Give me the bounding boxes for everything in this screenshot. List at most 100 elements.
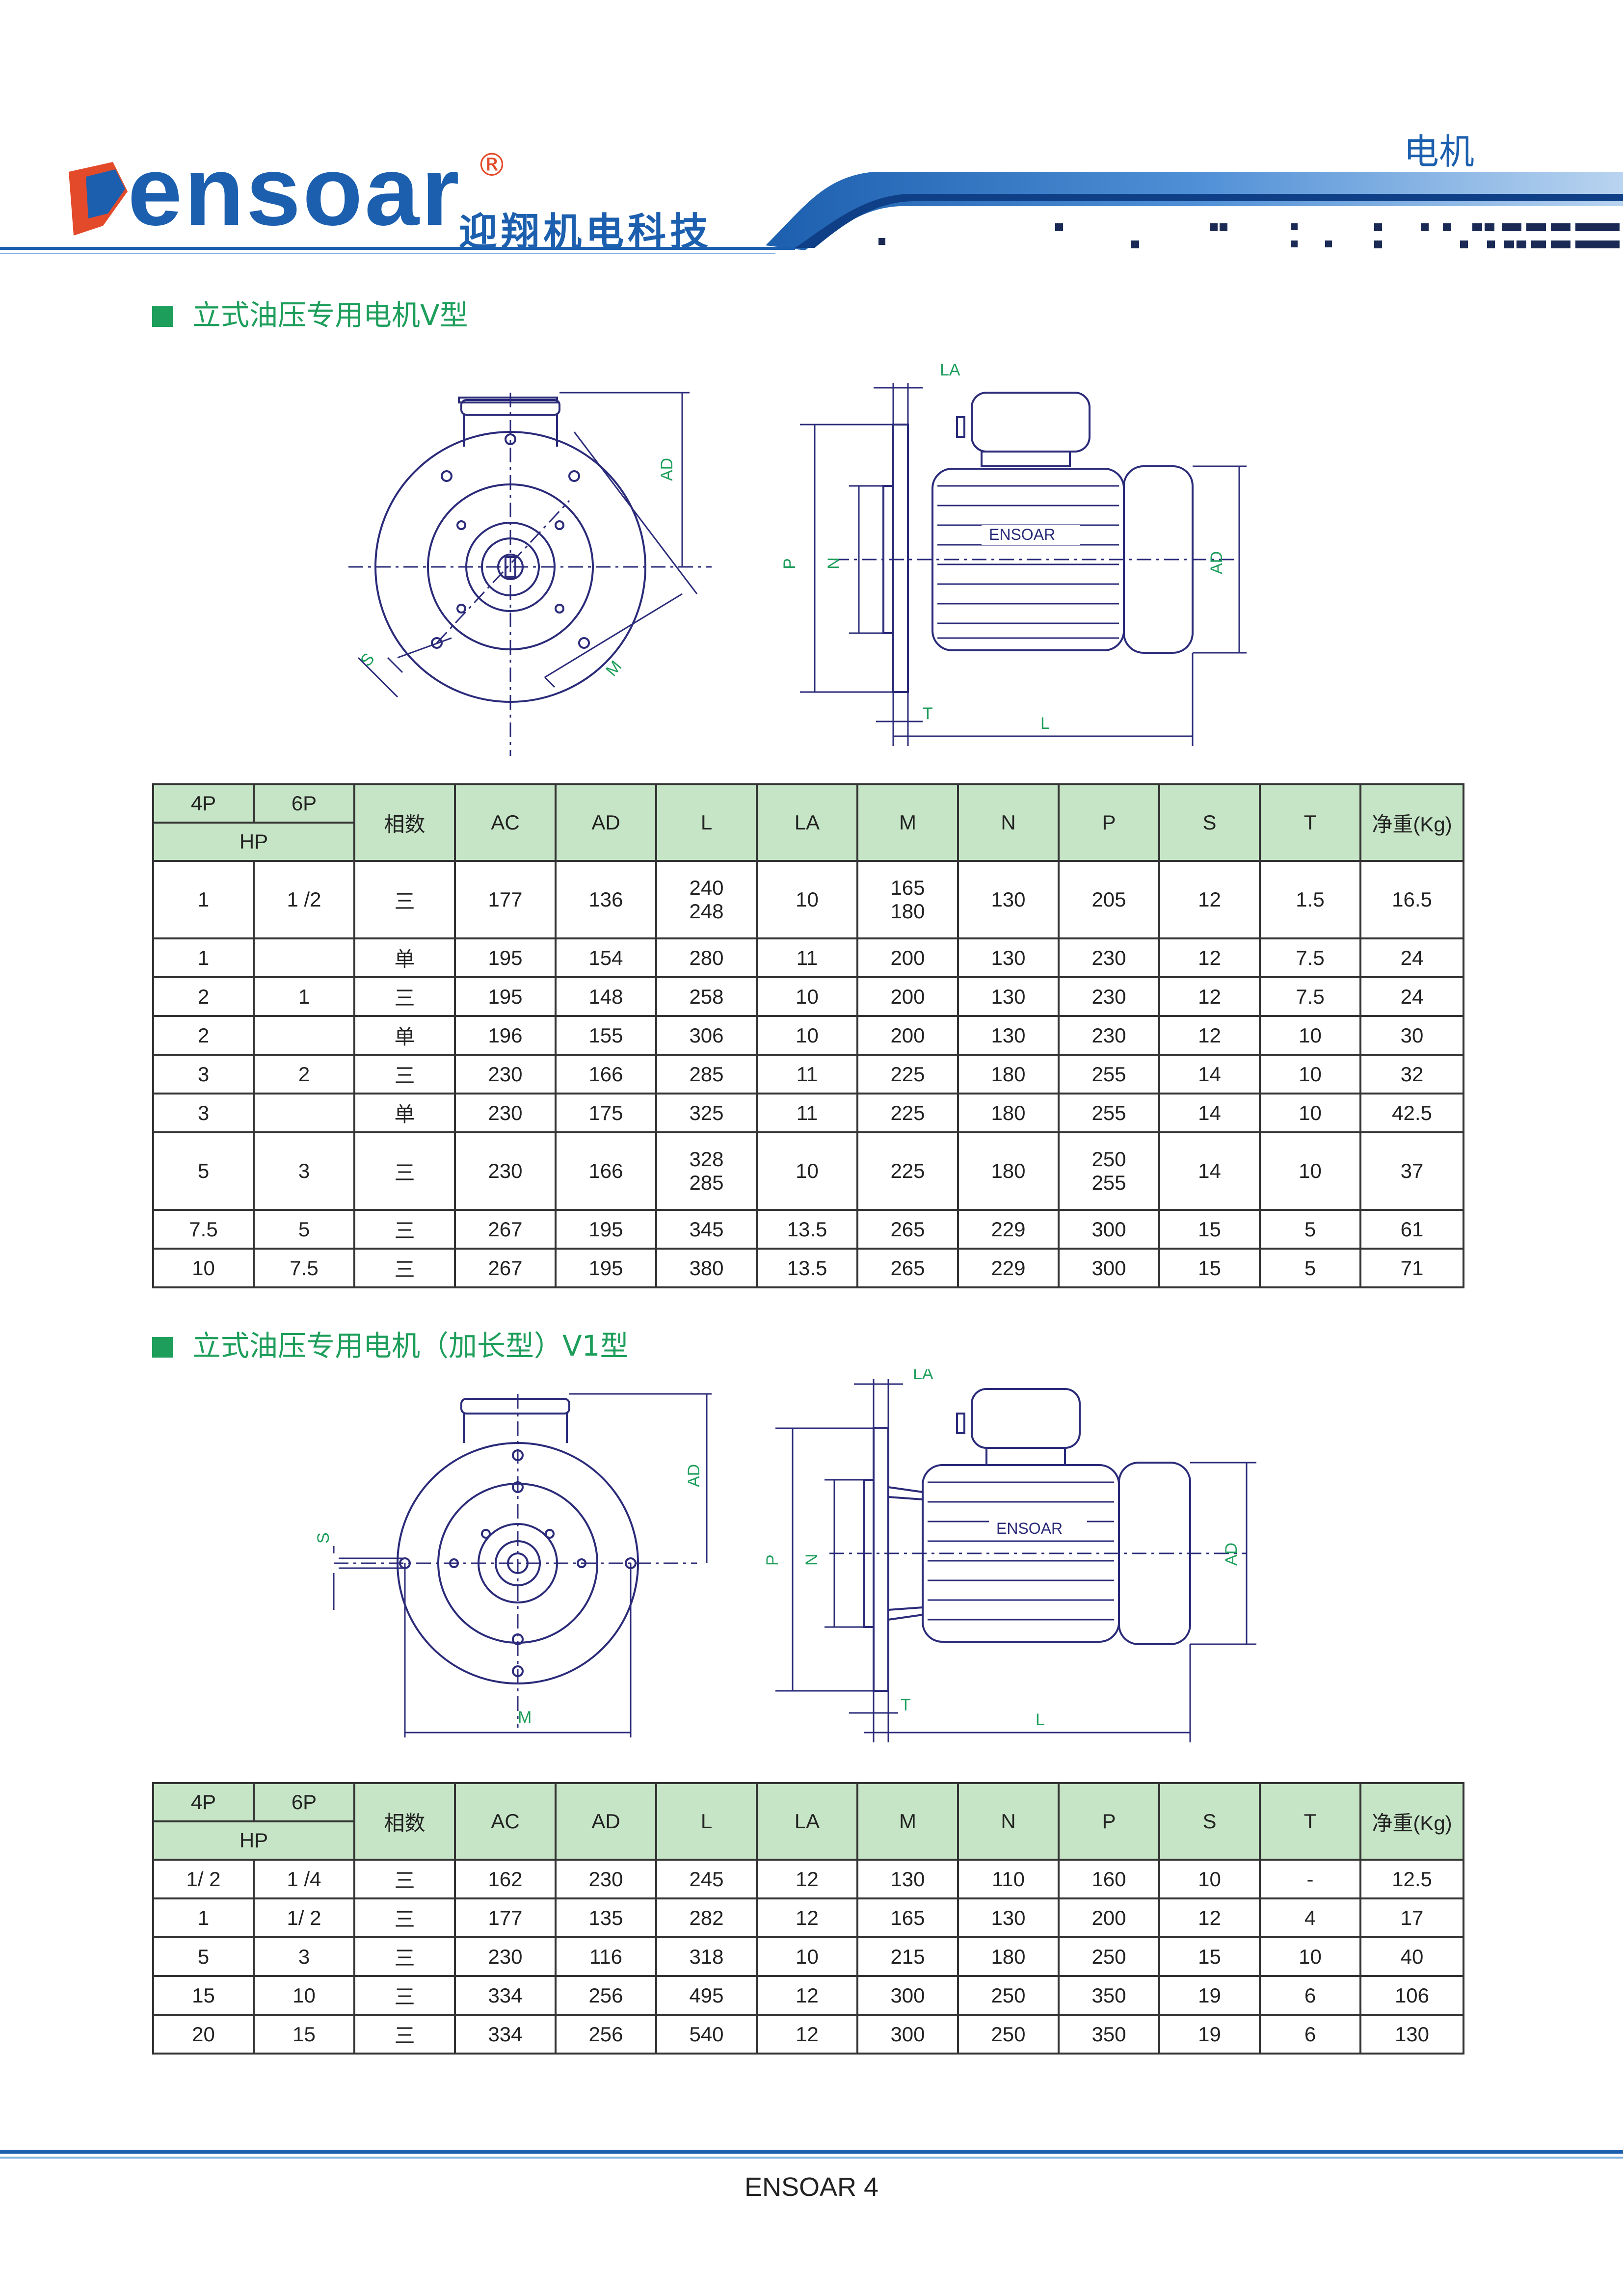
motor-brand-label: ENSOAR [989, 526, 1055, 543]
cell-l: 258 [655, 976, 758, 1017]
cell-t: 10 [1259, 1131, 1361, 1211]
cell-6p: 3 [253, 1936, 355, 1977]
header-t: T [1259, 783, 1361, 862]
table-row: 5 3 三 230 116 318 10 215 180 250 15 10 4… [152, 1936, 1464, 1977]
brand-chinese-name: 迎翔机电科技 [459, 210, 713, 254]
cell-la: 13.5 [756, 1209, 858, 1250]
motor-brand-label-2: ENSOAR [996, 1520, 1063, 1537]
cell-s: 14 [1158, 1093, 1261, 1133]
dim-t-label: T [923, 704, 933, 723]
cell-m-value: 165 [890, 876, 925, 899]
cell-n: 180 [957, 1054, 1060, 1095]
cell-t: 7.5 [1259, 937, 1361, 978]
cell-ac: 230 [454, 1936, 557, 1977]
cell-ac: 230 [454, 1131, 557, 1211]
cell-phase: 三 [353, 976, 456, 1017]
cell-p: 350 [1058, 1975, 1160, 2016]
cell-n: 130 [957, 1015, 1060, 1056]
cell-m: 225 [856, 1093, 959, 1133]
header-hp: HP [152, 822, 355, 862]
header-t: T [1259, 1782, 1361, 1861]
cell-4p: 5 [152, 1131, 255, 1211]
cell-ad: 166 [555, 1054, 657, 1095]
cell-ac: 177 [454, 1897, 557, 1938]
cell-phase: 三 [353, 1248, 456, 1288]
table-row: 10 7.5 三 267 195 380 13.5 265 229 300 15… [152, 1248, 1464, 1288]
cell-s: 15 [1158, 1209, 1261, 1250]
cell-m: 265 [856, 1248, 959, 1288]
cell-s: 12 [1158, 1897, 1261, 1938]
cell-l: 306 [655, 1015, 758, 1056]
cell-weight: 32 [1359, 1054, 1464, 1095]
cell-s: 12 [1158, 1015, 1261, 1056]
section1-title: 立式油压专用电机V型 [152, 292, 468, 333]
cell-phase: 三 [353, 860, 456, 939]
header-l: L [655, 783, 758, 862]
cell-4p: 1 [152, 937, 255, 978]
dim-t-label-2: T [901, 1696, 911, 1714]
cell-l: 282 [655, 1897, 758, 1938]
cell-4p: 15 [152, 1975, 255, 2016]
cell-m: 165 [856, 1897, 959, 1938]
cell-l: 380 [655, 1248, 758, 1288]
cell-ad: 195 [555, 1209, 657, 1250]
cell-m-value: 180 [890, 900, 925, 923]
table-row: 1 1/ 2 三 177 135 282 12 165 130 200 12 4… [152, 1897, 1464, 1938]
header-m: M [856, 783, 959, 862]
page-number-label: ENSOAR 4 [744, 2172, 879, 2202]
table-row: 1/ 2 1 /4 三 162 230 245 12 130 110 160 1… [152, 1859, 1464, 1899]
header-6p: 6P [253, 783, 355, 824]
dim-ad-side-label: AD [1207, 551, 1226, 574]
cell-ad: 166 [555, 1131, 657, 1211]
cell-6p: 15 [253, 2014, 355, 2055]
table-row: 3 单 230 175 325 11 225 180 255 14 10 42.… [152, 1093, 1464, 1133]
cell-t: 10 [1259, 1936, 1361, 1977]
header-p: P [1058, 1782, 1160, 1861]
cell-weight: 17 [1359, 1897, 1464, 1938]
table-row: 2 单 196 155 306 10 200 130 230 12 10 30 [152, 1015, 1464, 1056]
cell-l-value: 285 [689, 1171, 724, 1194]
cell-la: 11 [756, 1093, 858, 1133]
cell-l: 325 [655, 1093, 758, 1133]
cell-ad: 195 [555, 1248, 657, 1288]
cell-phase: 三 [353, 1054, 456, 1095]
cell-m: 130 [856, 1859, 959, 1899]
cell-ad: 116 [555, 1936, 657, 1977]
header-hp: HP [152, 1820, 355, 1861]
table-row: 7.5 5 三 267 195 345 13.5 265 229 300 15 … [152, 1209, 1464, 1250]
cell-m: 225 [856, 1054, 959, 1095]
spec-table-v1: 4P 6P 相数 AC AD L LA M N P S T 净重(Kg) HP … [152, 1782, 1464, 2055]
dim-n-label-2: N [802, 1553, 821, 1566]
cell-t: 6 [1259, 1975, 1361, 2016]
cell-6p: 1 [253, 976, 355, 1017]
cell-6p: 5 [253, 1209, 355, 1250]
cell-4p: 10 [152, 1248, 255, 1288]
cell-t: 5 [1259, 1209, 1361, 1250]
cell-weight: 24 [1359, 976, 1464, 1017]
header-la: LA [756, 1782, 858, 1861]
cell-n: 229 [957, 1248, 1060, 1288]
brand-logo-text: ensoar [128, 136, 461, 246]
cell-phase: 三 [353, 1859, 456, 1899]
cell-p-value: 250 [1091, 1148, 1126, 1171]
cell-ad: 175 [555, 1093, 657, 1133]
cell-s: 19 [1158, 2014, 1261, 2055]
cell-phase: 三 [353, 1209, 456, 1250]
header-n: N [957, 783, 1060, 862]
cell-6p: 7.5 [253, 1248, 355, 1288]
header-ac: AC [454, 1782, 557, 1861]
cell-la: 11 [756, 1054, 858, 1095]
header-la: LA [756, 783, 858, 862]
cell-ad: 135 [555, 1897, 657, 1938]
cell-t: 5 [1259, 1248, 1361, 1288]
cell-t: 10 [1259, 1093, 1361, 1133]
cell-l: 245 [655, 1859, 758, 1899]
dim-l-label-2: L [1036, 1710, 1045, 1729]
cell-l: 285 [655, 1054, 758, 1095]
cell-m: 200 [856, 937, 959, 978]
logo-mark-icon [69, 162, 128, 236]
drawing-v1-front-view: AD M S [314, 1393, 712, 1737]
header-6p: 6P [253, 1782, 355, 1822]
cell-4p: 1 [152, 1897, 255, 1938]
cell-4p: 2 [152, 1015, 255, 1056]
